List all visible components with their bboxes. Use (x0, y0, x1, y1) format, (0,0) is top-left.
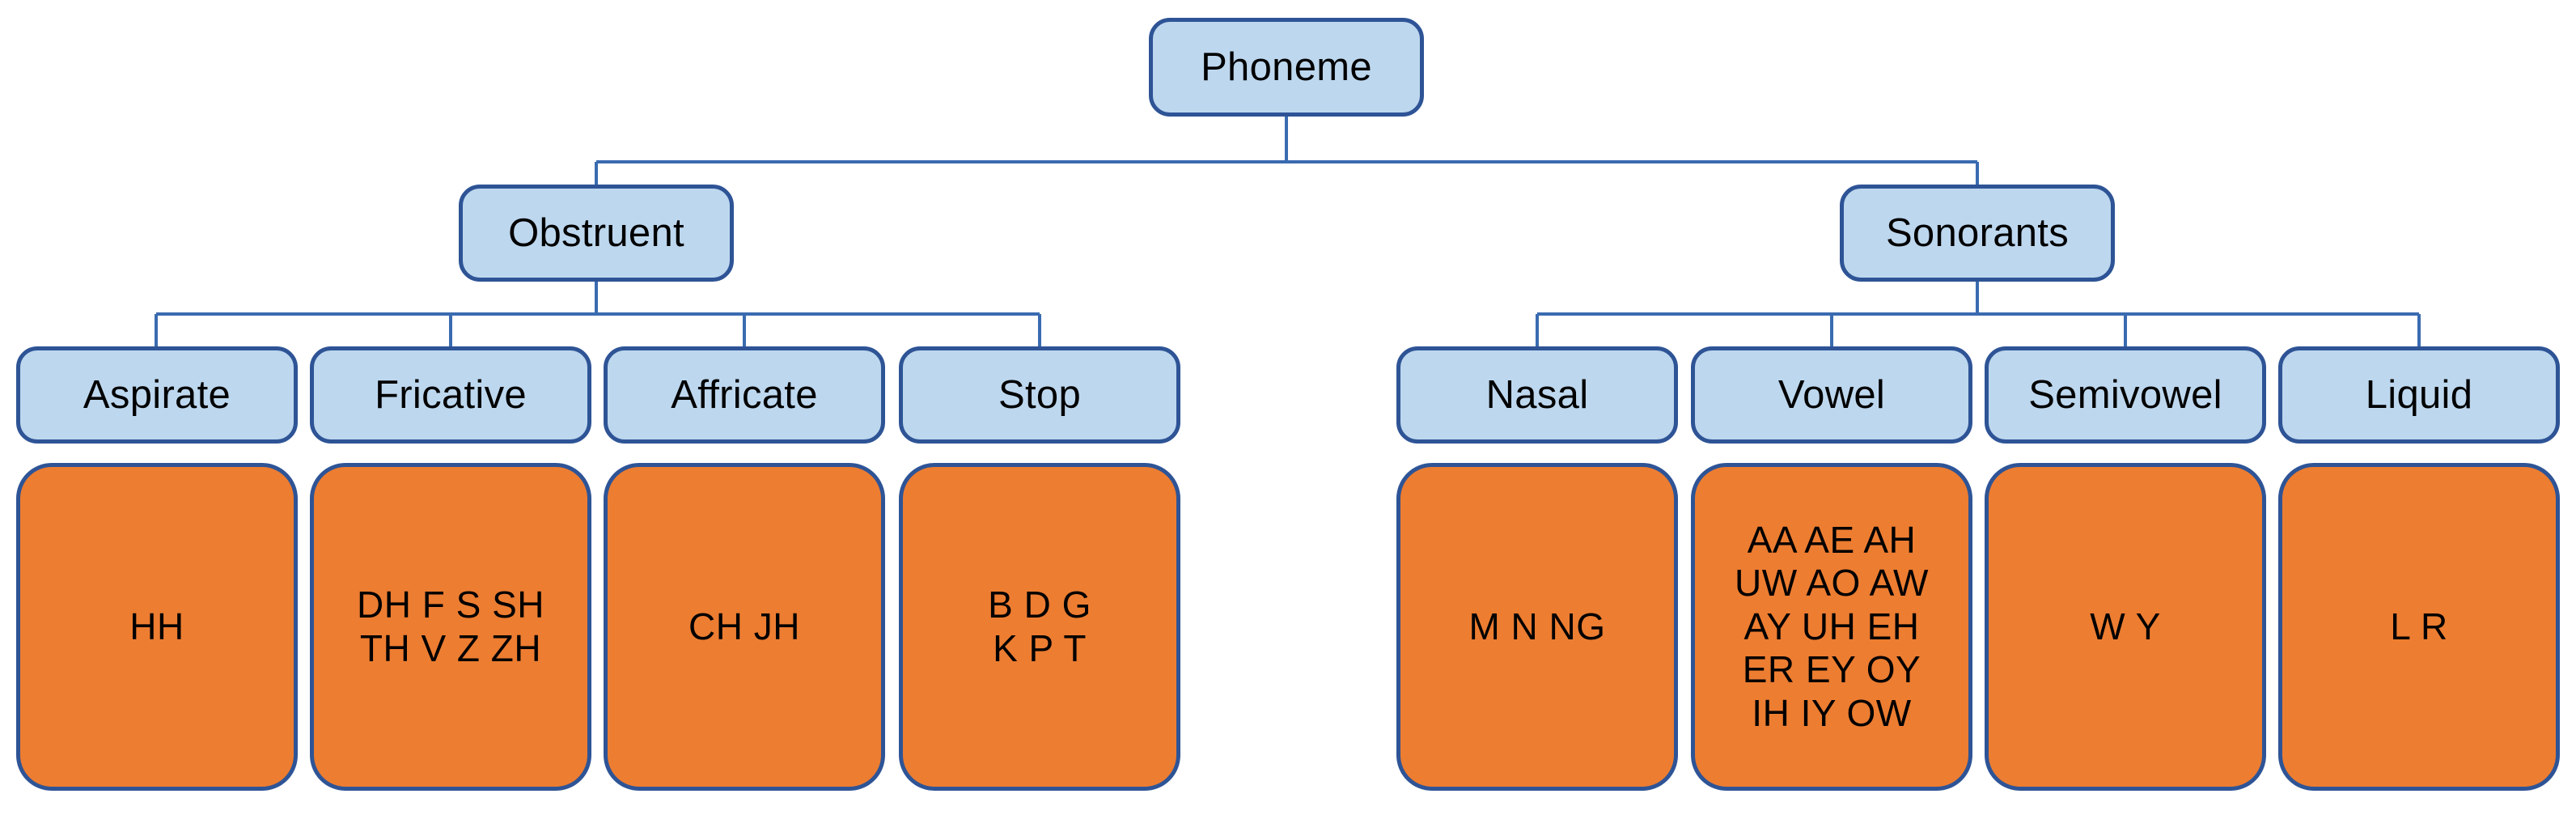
node-obstruent[interactable]: Obstruent (459, 185, 734, 282)
node-liquid[interactable]: Liquid (2278, 346, 2560, 444)
node-affricate[interactable]: Affricate (604, 346, 885, 444)
leaf-nasal-phonemes[interactable]: M N NG (1396, 463, 1678, 791)
node-fricative[interactable]: Fricative (310, 346, 591, 444)
node-vowel[interactable]: Vowel (1691, 346, 1972, 444)
node-nasal[interactable]: Nasal (1396, 346, 1678, 444)
node-stop[interactable]: Stop (899, 346, 1180, 444)
leaf-aspirate-phonemes[interactable]: HH (16, 463, 298, 791)
leaf-affricate-phonemes[interactable]: CH JH (604, 463, 885, 791)
node-phoneme[interactable]: Phoneme (1149, 18, 1424, 117)
leaf-stop-phonemes[interactable]: B D G K P T (899, 463, 1180, 791)
node-aspirate[interactable]: Aspirate (16, 346, 298, 444)
leaf-semivowel-phonemes[interactable]: W Y (1985, 463, 2266, 791)
leaf-fricative-phonemes[interactable]: DH F S SH TH V Z ZH (310, 463, 591, 791)
leaf-liquid-phonemes[interactable]: L R (2278, 463, 2560, 791)
node-semivowel[interactable]: Semivowel (1985, 346, 2266, 444)
node-sonorants[interactable]: Sonorants (1840, 185, 2115, 282)
leaf-vowel-phonemes[interactable]: AA AE AH UW AO AW AY UH EH ER EY OY IH I… (1691, 463, 1972, 791)
